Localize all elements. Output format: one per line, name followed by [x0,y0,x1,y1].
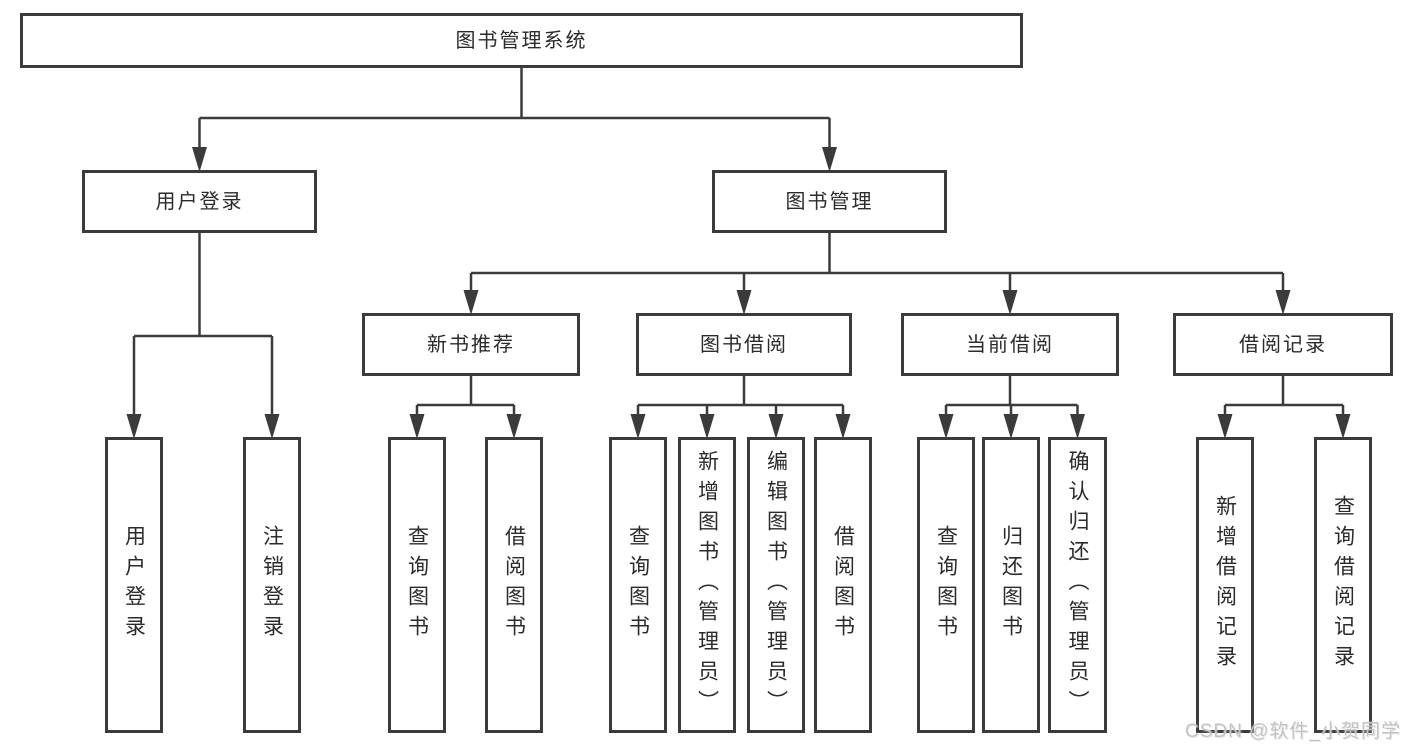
node-label: 新增借阅记录 [1213,495,1237,675]
node-label: 借阅图书 [831,525,855,645]
node-label: 注销登录 [260,525,284,645]
node-label: 查询图书 [934,525,958,645]
node-leaf-borrow-books: 借阅图书 [485,437,543,733]
node-label: 借阅记录 [1239,333,1327,356]
arrow-head [768,414,784,439]
arrow-head [409,414,425,439]
connector [132,233,274,417]
arrow-head [1002,290,1018,315]
arrow-head [1217,414,1233,439]
arrow-head [126,414,142,439]
node-label: 借阅图书 [502,525,526,645]
connector [469,233,1285,293]
node-label: 归还图书 [999,525,1023,645]
node-label: 新增图书（管理员） [695,450,719,720]
node-label: 确认归还（管理员） [1066,450,1089,720]
node-borrow-record: 借阅记录 [1173,313,1393,376]
node-label: 图书管理系统 [455,29,588,52]
arrow-head [699,414,715,439]
node-leaf-borrow-books: 借阅图书 [814,437,872,733]
arrow-head [463,290,479,315]
node-new-book-recommend: 新书推荐 [362,313,580,376]
connector [1223,376,1345,417]
node-library-system: 图书管理系统 [20,13,1023,68]
node-leaf-confirm-return-admin: 确认归还（管理员） [1048,437,1107,733]
node-label: 图书管理 [785,190,874,213]
node-label: 查询图书 [405,525,429,645]
node-leaf-return-books: 归还图书 [982,437,1040,733]
node-leaf-user-login: 用户登录 [105,437,163,733]
node-current-borrow: 当前借阅 [901,313,1119,376]
connector [198,68,831,150]
node-label: 查询图书 [626,525,650,645]
connector [415,376,516,417]
arrow-head [192,147,207,172]
arrow-head [264,414,280,439]
node-label: 当前借阅 [966,333,1054,356]
node-label: 查询借阅记录 [1331,495,1355,675]
arrow-head [938,414,954,439]
arrow-head [1003,414,1019,439]
arrow-head [506,414,522,439]
arrow-head [1070,414,1085,439]
node-label: 用户登录 [155,190,244,213]
node-user-login: 用户登录 [82,170,317,233]
arrow-head [736,290,752,315]
connector [944,376,1079,417]
node-book-borrow: 图书借阅 [636,313,852,376]
node-label: 用户登录 [122,525,146,645]
arrow-head [1275,290,1291,315]
arrow-head [835,414,851,439]
node-leaf-query-borrow-record: 查询借阅记录 [1314,437,1372,733]
connector [636,376,845,417]
node-leaf-query-books: 查询图书 [609,437,667,733]
node-label: 编辑图书（管理员） [764,450,788,720]
watermark: CSDN @软件_小贺同学 [1185,721,1401,742]
arrow-head [822,147,837,172]
node-book-management: 图书管理 [712,170,947,233]
node-label: 新书推荐 [427,333,515,356]
node-leaf-add-borrow-record: 新增借阅记录 [1196,437,1254,733]
node-label: 图书借阅 [700,333,788,356]
node-leaf-logout: 注销登录 [243,437,301,733]
arrow-head [1335,414,1351,439]
arrow-head [630,414,646,439]
node-leaf-query-books: 查询图书 [388,437,446,733]
node-leaf-add-books-admin: 新增图书（管理员） [678,437,736,733]
node-leaf-query-books: 查询图书 [917,437,975,733]
node-leaf-edit-books-admin: 编辑图书（管理员） [747,437,805,733]
